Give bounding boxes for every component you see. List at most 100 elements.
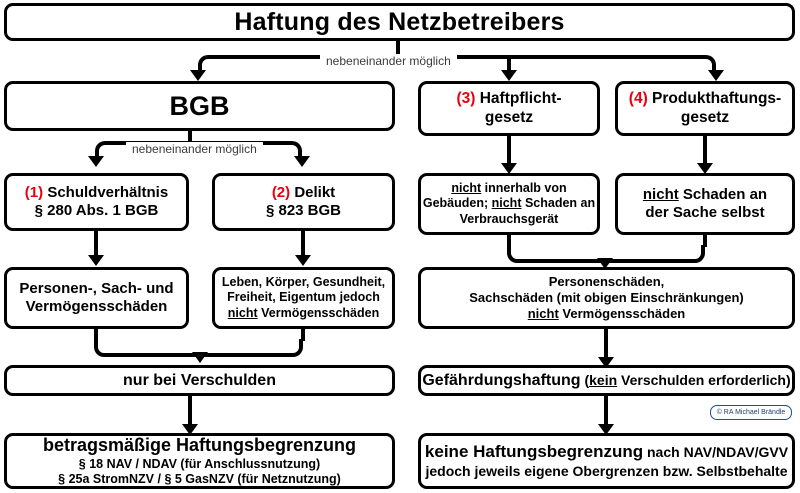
gefaehrdungshaftung-drop (604, 396, 608, 426)
box-gefaehrdungshaftung: Gefährdungshaftung (kein Verschulden erf… (418, 365, 795, 396)
schaeden-bgb280-merge-stem (94, 329, 98, 341)
arrow-to-bgb (190, 70, 206, 81)
haftpflichtgesetz-number: (3) (456, 89, 476, 107)
schaeden-bgb280-line1: Personen-, Sach- und (19, 279, 174, 297)
schuldverhaeltnis-paragraph: § 280 Abs. 1 BGB (34, 202, 159, 219)
box-keine-haftungsbegrenzung: keine Haftungsbegrenzung nach NAV/NDAV/G… (418, 433, 795, 489)
arrow-to-betragsmaessig (182, 424, 198, 435)
box-produkthaftungsgesetz: (4) Produkthaftungs- gesetz (615, 81, 795, 136)
produkthaftungsgesetz-number: (4) (628, 89, 648, 107)
einschraenkung-hpflg-l2-pre: Gebäuden; (422, 196, 492, 211)
delikt-paragraph: § 823 BGB (265, 202, 342, 219)
keine-begrenzung-sub: jedoch jeweils eigene Obergrenzen bzw. S… (425, 462, 788, 479)
gefaehrdungshaftung-head: Gefährdungshaftung (422, 371, 581, 389)
schaeden-bgb823-line1: Leben, Körper, Gesundheit, (221, 275, 386, 290)
arrow-produkthaftung-restriction (697, 163, 713, 174)
arrow-delikt-schaeden (295, 255, 311, 266)
prodhaftg-merge-stem (703, 235, 707, 247)
box-schaeden-rechts: Personenschäden, Sachschäden (mit obigen… (418, 267, 795, 329)
bus-elbow-right (396, 55, 716, 73)
einschraenkung-hpflg-l1-underlined: nicht (451, 181, 482, 196)
schaeden-bgb823-l3-underlined: nicht (227, 305, 258, 320)
box-schuldverhaeltnis: (1) Schuldverhältnis § 280 Abs. 1 BGB (4, 173, 189, 231)
schaeden-bgb823-line3: nicht Vermögensschäden (215, 306, 392, 321)
arrow-to-haftpflicht (501, 70, 517, 81)
nur-bei-verschulden-label: nur bei Verschulden (123, 371, 276, 389)
schaeden-bgb823-line2: Freiheit, Eigentum jedoch (227, 290, 380, 305)
einschraenkung-prodhaftg-l1-rest: Schaden an (678, 185, 768, 203)
schuldverhaeltnis-label: Schuldverhältnis (47, 183, 169, 201)
schaeden-bgb823-merge-stem (301, 329, 305, 341)
schaeden-rechts-l3-rest: Vermögensschäden (558, 305, 686, 321)
bus-label-top: nebeneinander möglich (320, 54, 457, 68)
arrow-haftpflicht-restriction (501, 163, 517, 174)
keine-begrenzung-head-tail: nach NAV/NDAV/GVV (643, 444, 789, 461)
schaeden-rechts-line1: Personenschäden, (548, 274, 665, 290)
arrow-schuldverhaeltnis-schaeden (88, 255, 104, 266)
haftpflicht-drop (507, 136, 511, 166)
verschulden-drop (188, 396, 192, 426)
bgb-label: BGB (169, 90, 230, 121)
title-box: Haftung des Netzbetreibers (4, 3, 795, 41)
left-merge-elbow-left (94, 339, 200, 357)
schaeden-rechts-line3: nicht Vermögensschäden (421, 306, 792, 322)
schaeden-rechts-line2: Sachschäden (mit obigen Einschränkungen) (469, 290, 744, 306)
delikt-number: (2) (271, 183, 291, 201)
einschraenkung-hpflg-line2: Gebäuden; nicht Schaden an (421, 196, 597, 211)
schaeden-bgb823-l3-rest: Vermögensschäden (257, 305, 380, 320)
box-bgb: BGB (4, 81, 395, 131)
bus-drop-center (507, 57, 511, 73)
bus-elbow-left (198, 55, 398, 73)
box-schaeden-bgb280: Personen-, Sach- und Vermögensschäden (4, 267, 189, 329)
page-title: Haftung des Netzbetreibers (234, 7, 565, 36)
produkthaftungsgesetz-label2: gesetz (680, 108, 730, 126)
einschraenkung-hpflg-line3: Verbrauchsgerät (459, 211, 559, 226)
haftpflichtgesetz-line1: (3) Haftpflicht- (421, 90, 597, 109)
einschraenkung-prodhaftg-l1-underlined: nicht (642, 185, 679, 203)
einschraenkung-hpflg-l2-underlined: nicht (491, 196, 522, 211)
betragsmaessig-sub1: § 18 NAV / NDAV (für Anschlussnutzung) (78, 456, 321, 471)
schaeden-bgb280-line2: Vermögensschäden (25, 298, 168, 315)
hpflg-merge-stem (507, 235, 511, 247)
schaeden-rechts-l3-underlined: nicht (527, 305, 559, 321)
right-merge-elbow-right (603, 245, 705, 263)
arrow-to-delikt (294, 156, 310, 167)
einschraenkung-hpflg-line1: nicht innerhalb von (421, 181, 597, 196)
delikt-label: Delikt (294, 183, 336, 201)
arrow-left-merge (192, 352, 208, 363)
haftpflichtgesetz-label1: Haftpflicht- (479, 89, 562, 107)
left-merge-elbow-right (198, 339, 303, 357)
box-nur-bei-verschulden: nur bei Verschulden (4, 365, 395, 396)
produkthaftungsgesetz-label1: Produkthaftungs- (652, 89, 782, 107)
arrow-to-produkthaftung (708, 70, 724, 81)
schaeden-rechts-drop (604, 329, 608, 360)
gefaehrdungshaftung-paren: ( (580, 371, 590, 388)
einschraenkung-hpflg-l2-rest: Schaden an (521, 196, 596, 211)
arrow-to-keine-begrenzung (598, 424, 614, 435)
bgb-stem (188, 131, 192, 143)
arrow-to-gefaehrdungshaftung (598, 357, 614, 368)
schuldverhaeltnis-line1: (1) Schuldverhältnis (7, 184, 186, 202)
delikt-drop (301, 231, 305, 257)
produkthaftung-drop (703, 136, 707, 166)
einschraenkung-prodhaftg-line2: der Sache selbst (645, 204, 765, 221)
schuldverhaeltnis-drop (94, 231, 98, 257)
copyright-text: © RA Michael Brändle (716, 409, 786, 416)
gefaehrdungshaftung-rest: Verschulden erforderlich) (617, 371, 791, 388)
box-betragsmaessige-haftungsbegrenzung: betragsmäßige Haftungsbegrenzung § 18 NA… (4, 433, 395, 489)
box-haftpflichtgesetz: (3) Haftpflicht- gesetz (418, 81, 600, 136)
arrow-right-merge (597, 258, 613, 269)
gefaehrdungshaftung-underlined: kein (589, 371, 618, 388)
box-schaeden-bgb823: Leben, Körper, Gesundheit, Freiheit, Eig… (212, 267, 395, 329)
produkthaftungsgesetz-line1: (4) Produkthaftungs- (618, 90, 792, 109)
arrow-to-schuldverhaeltnis (88, 156, 104, 167)
einschraenkung-prodhaftg-line1: nicht Schaden an (618, 186, 792, 204)
keine-begrenzung-line1: keine Haftungsbegrenzung nach NAV/NDAV/G… (421, 442, 792, 463)
schuldverhaeltnis-number: (1) (24, 183, 44, 201)
box-einschraenkung-haftpflichtgesetz: nicht innerhalb von Gebäuden; nicht Scha… (418, 173, 600, 235)
box-delikt: (2) Delikt § 823 BGB (212, 173, 395, 231)
box-einschraenkung-produkthaftungsgesetz: nicht Schaden an der Sache selbst (615, 173, 795, 235)
bus-label-bgb: nebeneinander möglich (126, 142, 263, 156)
title-stem (396, 41, 400, 57)
